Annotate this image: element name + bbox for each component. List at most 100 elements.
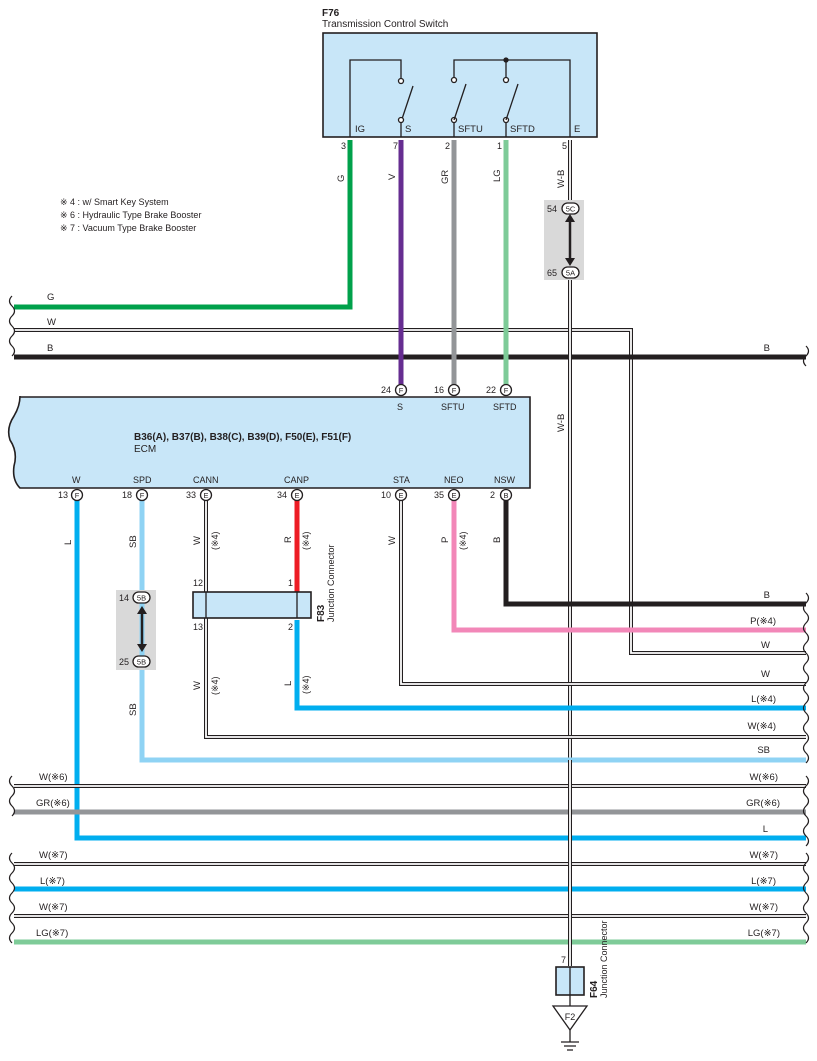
j2-bottom-conn: 5B	[137, 658, 146, 667]
wire-label-v: V	[387, 173, 398, 180]
right-bus-w4: W(※4)	[747, 721, 776, 732]
ecm-pin-w: F 13	[58, 488, 84, 502]
j2-top-pin: 14	[119, 593, 129, 603]
svg-text:E: E	[203, 491, 208, 500]
ecm-pin-canp: E 34	[277, 488, 304, 502]
svg-text:F: F	[399, 386, 404, 395]
ecm-label-canp: CANP	[284, 475, 309, 485]
f64-code: F64	[589, 980, 600, 998]
svg-text:F: F	[504, 386, 509, 395]
ecm-label-neo: NEO	[444, 475, 464, 485]
svg-text:10: 10	[381, 490, 391, 500]
j1-top-pin: 54	[547, 204, 557, 214]
left-break-marks	[8, 295, 16, 944]
wire-s4-canp: (※4)	[301, 531, 311, 550]
note-6: ※ 6 : Hydraulic Type Brake Booster	[60, 210, 201, 220]
svg-text:13: 13	[58, 490, 68, 500]
wire-label-g: G	[336, 175, 347, 182]
wire-p-neo	[451, 495, 806, 633]
j2-top-connector	[132, 591, 151, 604]
left-bus-w: W	[47, 317, 56, 328]
wire-s4-cann: (※4)	[210, 531, 220, 550]
wire-label-gr: GR	[440, 170, 451, 184]
note-7: ※ 7 : Vacuum Type Brake Booster	[60, 223, 196, 233]
j2-bottom-pin: 25	[119, 657, 129, 667]
f76-term-s: S	[405, 124, 411, 135]
svg-text:S: S	[397, 402, 403, 412]
f76-term-ig: IG	[355, 124, 365, 135]
j1-bottom-connector	[561, 266, 580, 279]
ecm-label-w: W	[72, 475, 81, 485]
wire-label-wb: W-B	[556, 170, 567, 188]
ecm-pin-cann: E 33	[186, 488, 213, 502]
wire-s4-canp-2: (※4)	[301, 675, 311, 694]
wire-label-w-sta: W	[387, 536, 398, 545]
ground-icon	[561, 1030, 579, 1051]
svg-text:E: E	[398, 491, 403, 500]
f83-pin-12: 12	[193, 578, 203, 588]
svg-text:33: 33	[186, 490, 196, 500]
right-bus-w1: W	[761, 640, 770, 651]
f83-pin-13: 13	[193, 622, 203, 632]
f64-pin: 7	[561, 955, 566, 965]
svg-text:SFTU: SFTU	[441, 402, 465, 412]
right-bus-gr6: GR(※6)	[746, 798, 780, 809]
wire-label-wb-2: W-B	[556, 414, 567, 432]
svg-text:E: E	[451, 491, 456, 500]
wire-label-lg: LG	[492, 169, 503, 182]
left-bus-l7: L(※7)	[40, 876, 65, 887]
wire-label-l: L	[63, 540, 74, 545]
right-bus-w2: W	[761, 669, 770, 680]
svg-text:2: 2	[490, 490, 495, 500]
wire-label-p: P	[440, 537, 451, 543]
svg-text:F: F	[452, 386, 457, 395]
wire-label-w-cann-2: W	[192, 681, 203, 690]
right-bus-w6: W(※6)	[749, 772, 778, 783]
ground-triangle-icon	[551, 1005, 589, 1032]
ecm-label-cann: CANN	[193, 475, 219, 485]
right-bus-l7: L(※7)	[751, 876, 776, 887]
svg-text:22: 22	[486, 385, 496, 395]
f76-pin-2: 2	[445, 141, 450, 151]
wire-s4-neo: (※4)	[458, 531, 468, 550]
svg-text:SFTD: SFTD	[493, 402, 517, 412]
right-bus-p4: P(※4)	[750, 616, 776, 627]
f64-name: Junction Connector	[599, 920, 609, 998]
wire-label-w-cann: W	[192, 536, 203, 545]
svg-text:F: F	[75, 491, 80, 500]
f76-pin-1: 1	[497, 141, 502, 151]
right-bus-b-top: B	[764, 343, 770, 354]
left-bus-w7b: W(※7)	[39, 902, 68, 913]
svg-text:B: B	[503, 491, 508, 500]
f76-pin-3: 3	[341, 141, 346, 151]
wire-s4-cann-2: (※4)	[210, 676, 220, 695]
ecm-label-spd: SPD	[133, 475, 152, 485]
ecm-top-pin-sftd: F 22 SFTD	[486, 383, 517, 412]
j1-top-conn: 5C	[566, 205, 576, 214]
f83-pin-1: 1	[288, 578, 293, 588]
right-bus-w7b: W(※7)	[749, 902, 778, 913]
f83-component	[192, 591, 312, 619]
ground-label: F2	[565, 1012, 576, 1022]
right-bus-sb: SB	[757, 745, 770, 756]
wire-b-nsw	[503, 495, 806, 607]
wire-l-canp	[294, 620, 806, 711]
note-4: ※ 4 : w/ Smart Key System	[60, 197, 169, 207]
f76-name: Transmission Control Switch	[322, 19, 448, 30]
f83-code: F83	[316, 604, 327, 622]
right-break-marks	[802, 345, 810, 944]
wire-label-b-nsw: B	[492, 537, 503, 543]
ecm-top-pin-sftu: F 16 SFTU	[434, 383, 465, 412]
left-bus-b: B	[47, 343, 53, 354]
f76-term-sftd: SFTD	[510, 124, 535, 135]
left-bus-gr6: GR(※6)	[36, 798, 70, 809]
right-bus-w7a: W(※7)	[749, 850, 778, 861]
f76-component	[322, 32, 598, 138]
f76-switch-contacts	[349, 57, 571, 137]
f76-pin-7: 7	[393, 141, 398, 151]
ecm-component	[7, 395, 531, 489]
right-bus-l4: L(※4)	[751, 694, 776, 705]
f83-pin-2: 2	[288, 622, 293, 632]
svg-text:18: 18	[122, 490, 132, 500]
f83-name: Junction Connector	[326, 544, 336, 622]
